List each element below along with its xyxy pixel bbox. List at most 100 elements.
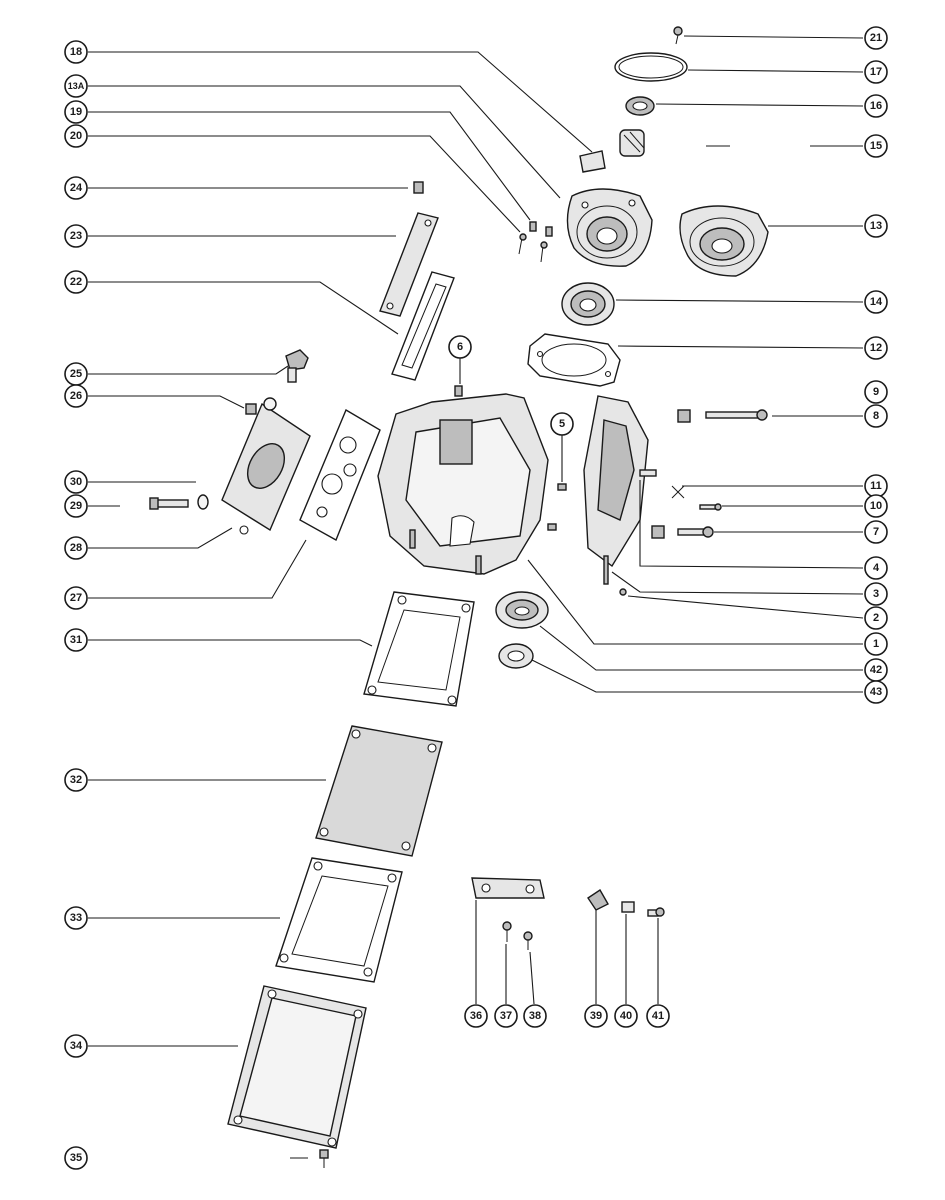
- part-29-30-bolt: [149, 494, 209, 510]
- svg-text:13: 13: [870, 220, 882, 232]
- callout-35: 35: [64, 1146, 88, 1170]
- svg-text:27: 27: [70, 592, 82, 604]
- callout-41: 41: [646, 1004, 670, 1028]
- svg-text:24: 24: [70, 182, 83, 194]
- svg-text:20: 20: [70, 130, 82, 142]
- leader-lines: [88, 35, 864, 1159]
- part-4-plate: [583, 395, 657, 585]
- part-5-pin: [557, 483, 567, 491]
- part-42-bearing: [495, 591, 549, 629]
- callout-29: 29: [64, 494, 88, 518]
- callout-8: 8: [864, 404, 888, 428]
- part-33-gasket: [275, 857, 403, 983]
- part-12-gasket: [527, 333, 621, 387]
- callout-13: 13: [864, 214, 888, 238]
- callout-36: 36: [464, 1004, 488, 1028]
- svg-text:19: 19: [70, 106, 82, 118]
- svg-text:26: 26: [70, 390, 82, 402]
- part-2-ball: [619, 588, 627, 596]
- svg-text:42: 42: [870, 664, 882, 676]
- callout-33: 33: [64, 906, 88, 930]
- svg-text:15: 15: [870, 140, 882, 152]
- part-7-bolt: [651, 525, 714, 539]
- part-25-fitting: [285, 349, 309, 383]
- svg-text:33: 33: [70, 912, 82, 924]
- part-6-bolt: [454, 385, 463, 397]
- callout-19: 19: [64, 100, 88, 124]
- svg-text:28: 28: [70, 542, 82, 554]
- callout-7: 7: [864, 520, 888, 544]
- part-41-screw: [647, 907, 665, 917]
- part-34-cover: [227, 985, 367, 1149]
- svg-text:3: 3: [873, 588, 879, 600]
- callout-3: 3: [864, 582, 888, 606]
- svg-text:16: 16: [870, 100, 882, 112]
- callout-6: 6: [448, 335, 472, 359]
- callout-2: 2: [864, 606, 888, 630]
- svg-text:41: 41: [652, 1010, 664, 1022]
- callout-40: 40: [614, 1004, 638, 1028]
- callout-17: 17: [864, 60, 888, 84]
- svg-text:22: 22: [70, 276, 82, 288]
- callout-5: 5: [550, 412, 574, 436]
- callout-14: 14: [864, 290, 888, 314]
- svg-text:5: 5: [559, 418, 565, 430]
- part-24-nut: [413, 181, 424, 194]
- svg-text:8: 8: [873, 410, 879, 422]
- svg-text:13A: 13A: [68, 81, 85, 91]
- part-23-plate: [379, 212, 439, 317]
- part-10-pin: [699, 503, 722, 511]
- svg-text:9: 9: [873, 386, 879, 398]
- callout-11: 11: [864, 474, 888, 498]
- callout-23: 23: [64, 224, 88, 248]
- svg-text:43: 43: [870, 686, 882, 698]
- svg-text:32: 32: [70, 774, 82, 786]
- callout-13a: 13A: [64, 74, 88, 98]
- svg-text:25: 25: [70, 368, 82, 380]
- svg-text:17: 17: [870, 66, 882, 78]
- svg-text:38: 38: [529, 1010, 541, 1022]
- part-14-seal-ring: [561, 282, 615, 326]
- callout-16: 16: [864, 94, 888, 118]
- part-37-38-screws: [502, 921, 533, 950]
- svg-text:2: 2: [873, 612, 879, 624]
- svg-text:6: 6: [457, 341, 463, 353]
- part-15-bearing: [619, 129, 645, 157]
- svg-text:10: 10: [870, 500, 882, 512]
- callout-27: 27: [64, 586, 88, 610]
- callout-20: 20: [64, 124, 88, 148]
- part-26-nut: [245, 403, 257, 415]
- callout-31: 31: [64, 628, 88, 652]
- part-36-plate: [471, 877, 545, 899]
- callout-25: 25: [64, 362, 88, 386]
- callout-32: 32: [64, 768, 88, 792]
- part-13-housing: [679, 205, 769, 277]
- callout-10: 10: [864, 494, 888, 518]
- callout-28: 28: [64, 536, 88, 560]
- svg-text:31: 31: [70, 634, 82, 646]
- svg-text:39: 39: [590, 1010, 602, 1022]
- svg-text:7: 7: [873, 526, 879, 538]
- callout-26: 26: [64, 384, 88, 408]
- part-13a-housing: [566, 188, 653, 267]
- callout-34: 34: [64, 1034, 88, 1058]
- callout-42: 42: [864, 658, 888, 682]
- svg-text:37: 37: [500, 1010, 512, 1022]
- callout-39: 39: [584, 1004, 608, 1028]
- part-17-o-ring: [614, 52, 688, 82]
- part-31-gasket: [363, 591, 475, 707]
- svg-text:36: 36: [470, 1010, 482, 1022]
- callout-38: 38: [523, 1004, 547, 1028]
- part-39-clip: [587, 889, 609, 911]
- callout-30: 30: [64, 470, 88, 494]
- callout-9: 9: [864, 380, 888, 404]
- svg-text:34: 34: [70, 1040, 83, 1052]
- part-43-seal: [498, 643, 534, 669]
- part-35-screw: [319, 1149, 329, 1168]
- callout-18: 18: [64, 40, 88, 64]
- svg-text:40: 40: [620, 1010, 632, 1022]
- callout-12: 12: [864, 336, 888, 360]
- part-19-20-screws: [518, 221, 553, 263]
- part-16-seal: [625, 96, 655, 116]
